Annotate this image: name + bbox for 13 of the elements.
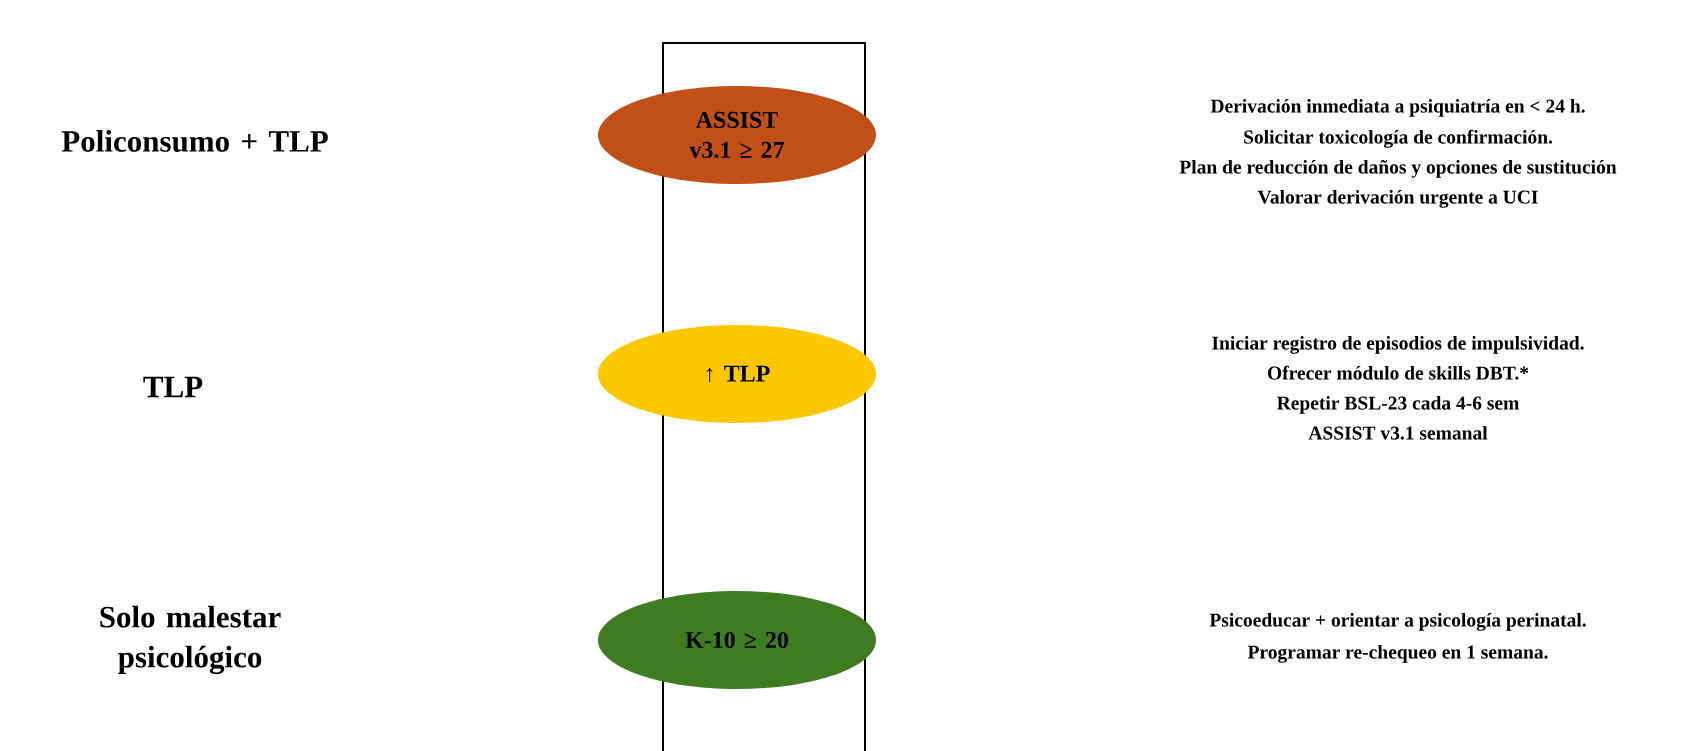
- action-text: Plan de reducción de daños y opciones de sustitución: [1179, 159, 1617, 178]
- action-text: Repetir BSL-23 cada 4-6 sem: [1277, 395, 1519, 414]
- row-label: Policonsumo + TLP: [61, 130, 328, 152]
- action-text: Ofrecer módulo de skills DBT.*: [1267, 365, 1529, 380]
- action-text: Iniciar registro de episodios de impulsividad.: [1212, 335, 1584, 354]
- action-text: Solicitar toxicología de confirmación.: [1244, 129, 1553, 148]
- action-text: Derivación inmediata a psiquiatría en < 24 h.: [1210, 98, 1585, 117]
- action-text: Psicoeducar + orientar a psicología perinatal.: [1209, 612, 1586, 631]
- row-label: TLP: [143, 376, 203, 398]
- action-text: Programar re-chequeo en 1 semana.: [1247, 644, 1548, 663]
- action-text: Valorar derivación urgente a UCI: [1257, 189, 1538, 208]
- row-label: Solo malestar psicológico: [100, 605, 281, 675]
- action-text: ASSIST v3.1 semanal: [1308, 425, 1488, 440]
